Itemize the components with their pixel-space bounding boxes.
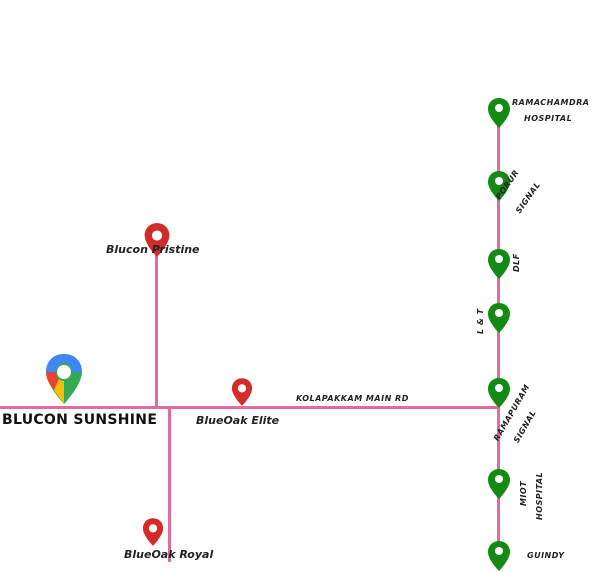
landmark-label-miot: MIOT <box>519 480 528 506</box>
project-label-blueoak-royal: BlueOak Royal <box>124 548 214 561</box>
map-pin-icon-ramapuram-signal[interactable] <box>487 377 511 409</box>
landmark-label-guindy: GUINDY <box>527 551 565 560</box>
landmark-label-miot-hospital: HOSPITAL <box>535 471 544 520</box>
landmark-road-vertical <box>497 110 500 562</box>
road-name-label: KOLAPAKKAM MAIN RD <box>296 394 409 403</box>
landmark-label-signal: SIGNAL <box>514 180 543 216</box>
main-road-horizontal <box>0 406 500 409</box>
map-pin-icon-guindy[interactable] <box>487 540 511 572</box>
map-pin-icon-porur-signal[interactable] <box>487 170 511 202</box>
project-label-blueoak-elite: BlueOak Elite <box>196 414 280 427</box>
landmark-label-dlf: DLF <box>512 253 521 272</box>
google-maps-pin-icon[interactable] <box>44 352 84 406</box>
map-pin-icon-l-and-t[interactable] <box>487 302 511 334</box>
project-label-blucon-pristine: Blucon Pristine <box>106 243 200 256</box>
map-pin-icon-ramachamdra-hospital[interactable] <box>487 97 511 129</box>
map-pin-icon-miot-hospital[interactable] <box>487 468 511 500</box>
road-to-blueoak-royal <box>168 408 171 562</box>
map-pin-icon-blueoak-royal[interactable] <box>142 517 164 547</box>
map-pin-icon-blucon-pristine[interactable] <box>143 222 171 258</box>
map-pin-icon-blueoak-elite[interactable] <box>231 377 253 407</box>
road-to-blucon-pristine <box>155 250 158 408</box>
landmark-label-hospital: HOSPITAL <box>524 114 573 123</box>
landmark-label-l-and-t: L & T <box>476 308 485 334</box>
map-pin-icon-dlf[interactable] <box>487 248 511 280</box>
main-location-label: BLUCON SUNSHINE <box>2 412 158 428</box>
landmark-label-ramachamdra: RAMACHAMDRA <box>512 98 590 107</box>
